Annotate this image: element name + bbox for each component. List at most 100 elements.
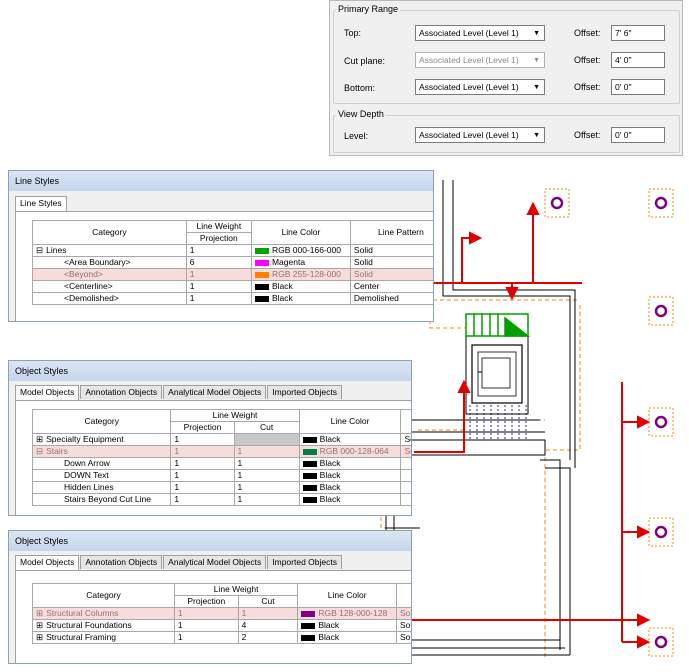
col-header-line-pattern[interactable]: Li xyxy=(396,583,411,608)
projection-cell[interactable]: 1 xyxy=(170,493,235,506)
line-color-cell[interactable]: RGB 000-166-000 xyxy=(250,244,351,257)
line-pattern-cell[interactable] xyxy=(400,493,411,506)
view-depth-offset-input[interactable]: 0' 0" xyxy=(611,127,665,143)
line-pattern-cell[interactable]: Solid xyxy=(349,256,433,269)
category-cell[interactable]: ⊞Specialty Equipment xyxy=(31,433,172,446)
line-pattern-cell[interactable]: Solid xyxy=(396,607,411,620)
line-pattern-cell[interactable]: Solid xyxy=(349,244,433,257)
category-cell[interactable]: ⊞Structural Columns xyxy=(32,607,175,620)
line-pattern-cell[interactable] xyxy=(400,457,411,470)
tab-analytical-model-objects[interactable]: Analytical Model Objects xyxy=(163,385,267,399)
cut-cell[interactable]: 1 xyxy=(233,493,300,506)
tab-imported-objects[interactable]: Imported Objects xyxy=(267,385,342,399)
top-offset-input[interactable]: 7' 6" xyxy=(611,25,665,41)
line-pattern-cell[interactable]: Solid xyxy=(349,268,433,281)
line-color-cell[interactable]: RGB 128-000-128 xyxy=(297,607,398,620)
line-color-cell[interactable]: Black xyxy=(250,280,351,293)
line-pattern-cell[interactable]: Center xyxy=(349,280,433,293)
cut-cell[interactable]: 1 xyxy=(233,469,300,482)
cut-cell[interactable] xyxy=(233,433,300,446)
col-header-line-color[interactable]: Line Color xyxy=(250,220,351,245)
category-cell[interactable]: ⊟Stairs xyxy=(31,445,172,458)
projection-cell[interactable]: 1 xyxy=(170,469,235,482)
line-pattern-cell[interactable] xyxy=(400,481,411,494)
line-color-cell[interactable]: Magenta xyxy=(250,256,351,269)
line-color-cell[interactable]: Black xyxy=(298,457,402,470)
col-header-line-weight[interactable]: Line Weight xyxy=(173,583,299,596)
line-color-cell[interactable]: Black xyxy=(297,619,398,632)
category-cell[interactable]: <Demolished> xyxy=(32,292,187,305)
cut-cell[interactable]: 4 xyxy=(237,619,299,632)
tab-line-styles[interactable]: Line Styles xyxy=(15,196,67,211)
projection-cell[interactable]: 1 xyxy=(170,445,235,458)
table-row[interactable]: ⊞Structural Foundations14BlackSolid xyxy=(32,619,411,632)
tree-collapse-icon[interactable]: ⊟ xyxy=(36,245,44,256)
category-cell[interactable]: DOWN Text xyxy=(31,469,172,482)
category-cell[interactable]: <Area Boundary> xyxy=(32,256,187,269)
line-weight-cell[interactable]: 1 xyxy=(185,244,252,257)
col-header-line-pattern[interactable]: Li xyxy=(400,409,411,434)
projection-cell[interactable]: 1 xyxy=(170,481,235,494)
bottom-level-dropdown[interactable]: Associated Level (Level 1)▼ xyxy=(415,79,545,95)
category-cell[interactable]: Stairs Beyond Cut Line xyxy=(31,493,172,506)
tree-expand-icon[interactable]: ⊞ xyxy=(36,434,44,445)
line-weight-cell[interactable]: 1 xyxy=(185,268,252,281)
cut-plane-dropdown[interactable]: Associated Level (Level 1)▼ xyxy=(415,52,545,68)
col-header-line-pattern[interactable]: Line Pattern xyxy=(349,220,433,245)
col-header-cut[interactable]: Cut xyxy=(233,421,300,434)
top-level-dropdown[interactable]: Associated Level (Level 1)▼ xyxy=(415,25,545,41)
cut-cell[interactable]: 2 xyxy=(237,631,299,644)
tree-collapse-icon[interactable]: ⊟ xyxy=(36,446,44,457)
tab-imported-objects[interactable]: Imported Objects xyxy=(267,555,342,569)
category-cell[interactable]: Hidden Lines xyxy=(31,481,172,494)
tab-annotation-objects[interactable]: Annotation Objects xyxy=(80,555,163,569)
projection-cell[interactable]: 1 xyxy=(173,619,239,632)
line-pattern-cell[interactable]: Demolished xyxy=(349,292,433,305)
tab-analytical-model-objects[interactable]: Analytical Model Objects xyxy=(163,555,267,569)
col-header-line-weight[interactable]: Line Weight xyxy=(170,409,300,422)
col-header-line-color[interactable]: Line Color xyxy=(298,409,402,434)
line-color-cell[interactable]: Black xyxy=(298,433,402,446)
cut-cell[interactable]: 1 xyxy=(233,481,300,494)
line-color-cell[interactable]: Black xyxy=(298,493,402,506)
line-color-cell[interactable]: Black xyxy=(298,469,402,482)
line-color-cell[interactable]: RGB 255-128-000 xyxy=(250,268,351,281)
line-color-cell[interactable]: Black xyxy=(297,631,398,644)
category-cell[interactable]: Down Arrow xyxy=(31,457,172,470)
col-header-category[interactable]: Category xyxy=(32,220,187,245)
tab-annotation-objects[interactable]: Annotation Objects xyxy=(80,385,163,399)
category-cell[interactable]: ⊟Lines xyxy=(32,244,187,257)
tab-model-objects[interactable]: Model Objects xyxy=(15,555,80,570)
col-header-projection[interactable]: Projection xyxy=(185,232,252,245)
line-weight-cell[interactable]: 1 xyxy=(185,292,252,305)
projection-cell[interactable]: 1 xyxy=(170,457,235,470)
col-header-projection[interactable]: Projection xyxy=(173,595,239,608)
line-pattern-cell[interactable]: So xyxy=(396,631,411,644)
view-depth-dropdown[interactable]: Associated Level (Level 1)▼ xyxy=(415,127,545,143)
line-color-cell[interactable]: Black xyxy=(250,292,351,305)
line-pattern-cell[interactable]: So xyxy=(400,433,411,446)
cut-plane-offset-input[interactable]: 4' 0" xyxy=(611,52,665,68)
cut-cell[interactable]: 1 xyxy=(233,457,300,470)
col-header-line-color[interactable]: Line Color xyxy=(297,583,398,608)
tab-model-objects[interactable]: Model Objects xyxy=(15,385,80,400)
projection-cell[interactable]: 1 xyxy=(173,631,239,644)
line-pattern-cell[interactable] xyxy=(400,469,411,482)
line-pattern-cell[interactable]: Sol xyxy=(400,445,411,458)
col-header-category[interactable]: Category xyxy=(31,409,172,434)
table-row[interactable]: ⊞Specialty Equipment1BlackSo xyxy=(31,433,411,446)
category-cell[interactable]: <Beyond> xyxy=(32,268,187,281)
category-cell[interactable]: ⊞Structural Framing xyxy=(32,631,175,644)
col-header-category[interactable]: Category xyxy=(32,583,175,608)
line-weight-cell[interactable]: 6 xyxy=(185,256,252,269)
category-cell[interactable]: <Centerline> xyxy=(32,280,187,293)
